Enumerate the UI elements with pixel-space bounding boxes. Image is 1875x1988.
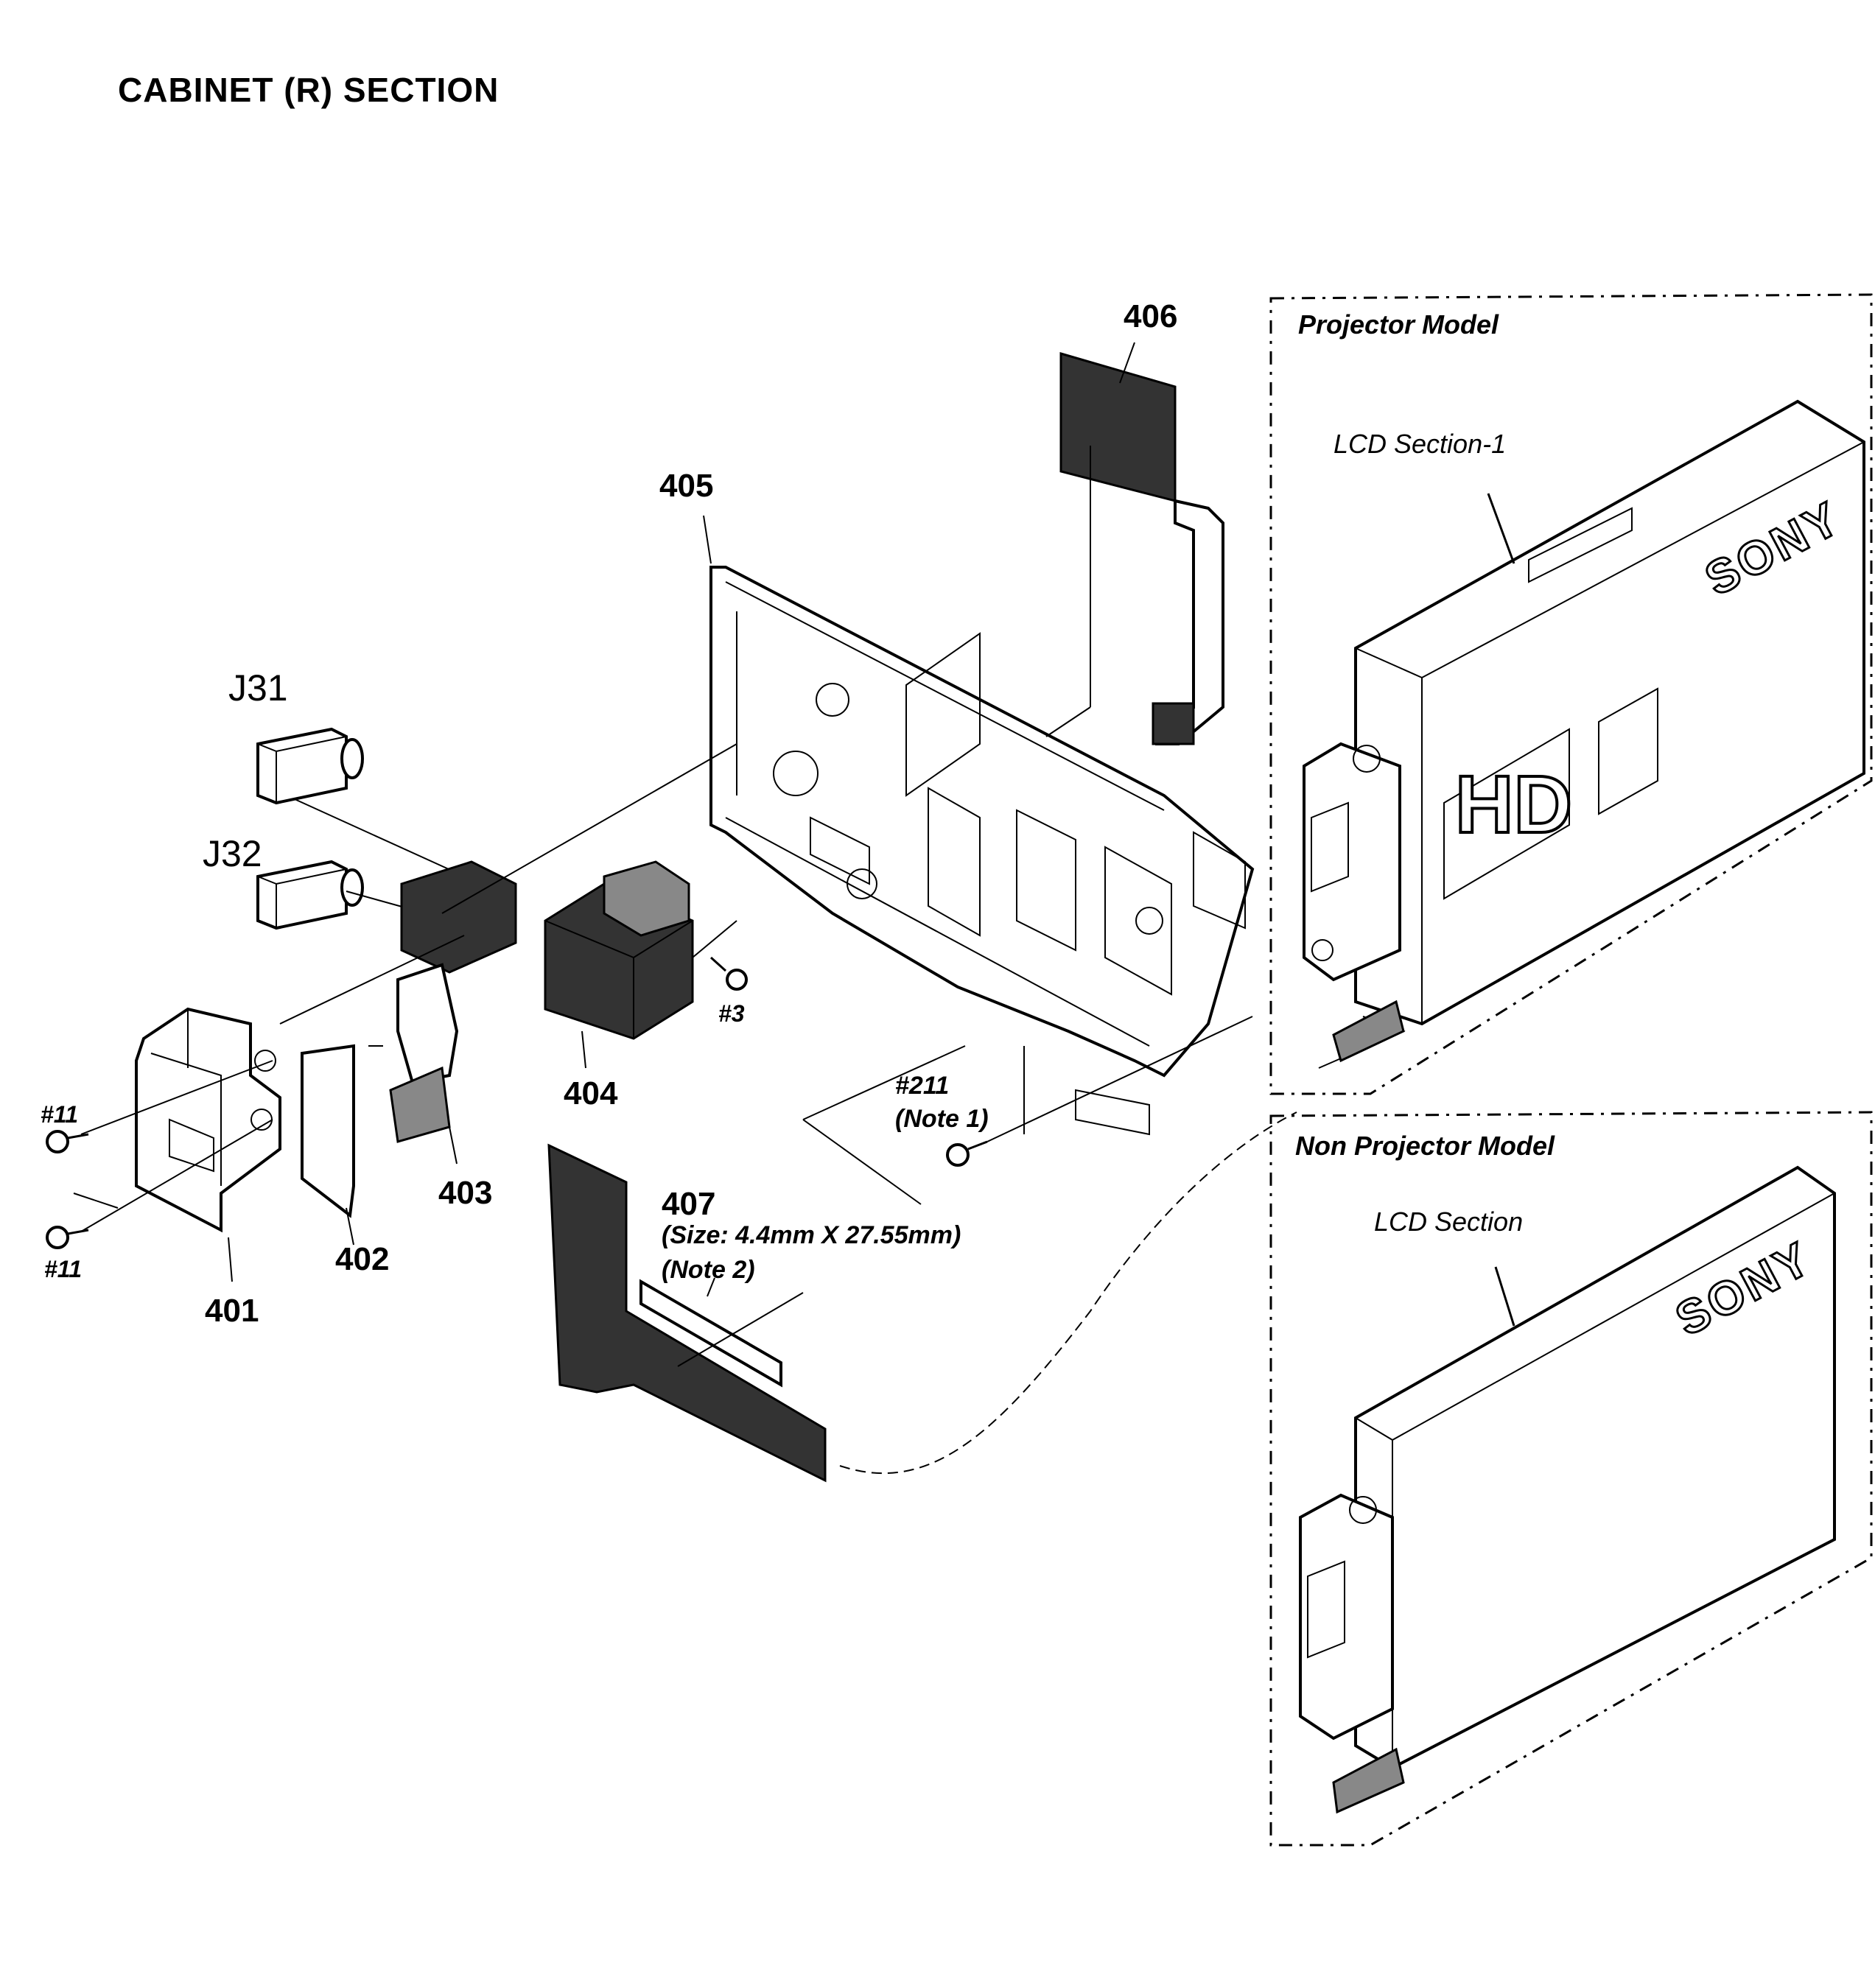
part-401-bracket — [135, 1007, 281, 1233]
label-screw-11-top: #11 — [41, 1101, 79, 1128]
assembly-lines — [73, 743, 1253, 1367]
part-404-block — [544, 860, 694, 1040]
lcd-section-label: LCD Section — [1374, 1207, 1524, 1237]
jack-j32-drawing — [256, 860, 364, 930]
lcd-section-1-label: LCD Section-1 — [1333, 429, 1507, 459]
screw-drawings — [46, 956, 988, 1249]
part-407-flex — [547, 1143, 827, 1483]
hd-badge: HD — [1455, 759, 1572, 850]
label-j31: J31 — [228, 667, 288, 709]
label-note-1: (Note 1) — [895, 1105, 989, 1133]
label-405: 405 — [659, 468, 714, 504]
label-screw-11-bottom: #11 — [44, 1256, 83, 1282]
label-407: 407 — [662, 1186, 716, 1222]
diagram-title: CABINET (R) SECTION — [118, 71, 500, 109]
lcd-section-drawing: SONY — [1299, 1165, 1836, 1814]
projector-model-box — [1269, 293, 1873, 1095]
label-screw-211: #211 — [895, 1072, 950, 1100]
label-402: 402 — [335, 1241, 390, 1277]
label-screw-3: #3 — [718, 1000, 745, 1027]
label-403: 403 — [438, 1175, 493, 1211]
label-406: 406 — [1124, 298, 1178, 334]
label-j32: J32 — [203, 833, 262, 874]
part-406-flex — [1059, 352, 1224, 745]
projector-model-title: Projector Model — [1298, 309, 1499, 340]
label-404: 404 — [564, 1075, 618, 1111]
label-401: 401 — [205, 1293, 259, 1329]
non-projector-model-title: Non Projector Model — [1295, 1131, 1555, 1161]
lcd-section-1-drawing: HD SONY — [1303, 399, 1865, 1069]
label-407-size: (Size: 4.4mm X 27.55mm) — [662, 1221, 961, 1249]
part-405-chassis — [709, 566, 1255, 1136]
jack-j31-drawing — [256, 727, 364, 805]
part-402-sheet — [301, 1044, 355, 1218]
label-note-2: (Note 2) — [662, 1256, 755, 1284]
non-projector-model-box — [1269, 1111, 1873, 1847]
part-403-flex — [389, 860, 517, 1143]
